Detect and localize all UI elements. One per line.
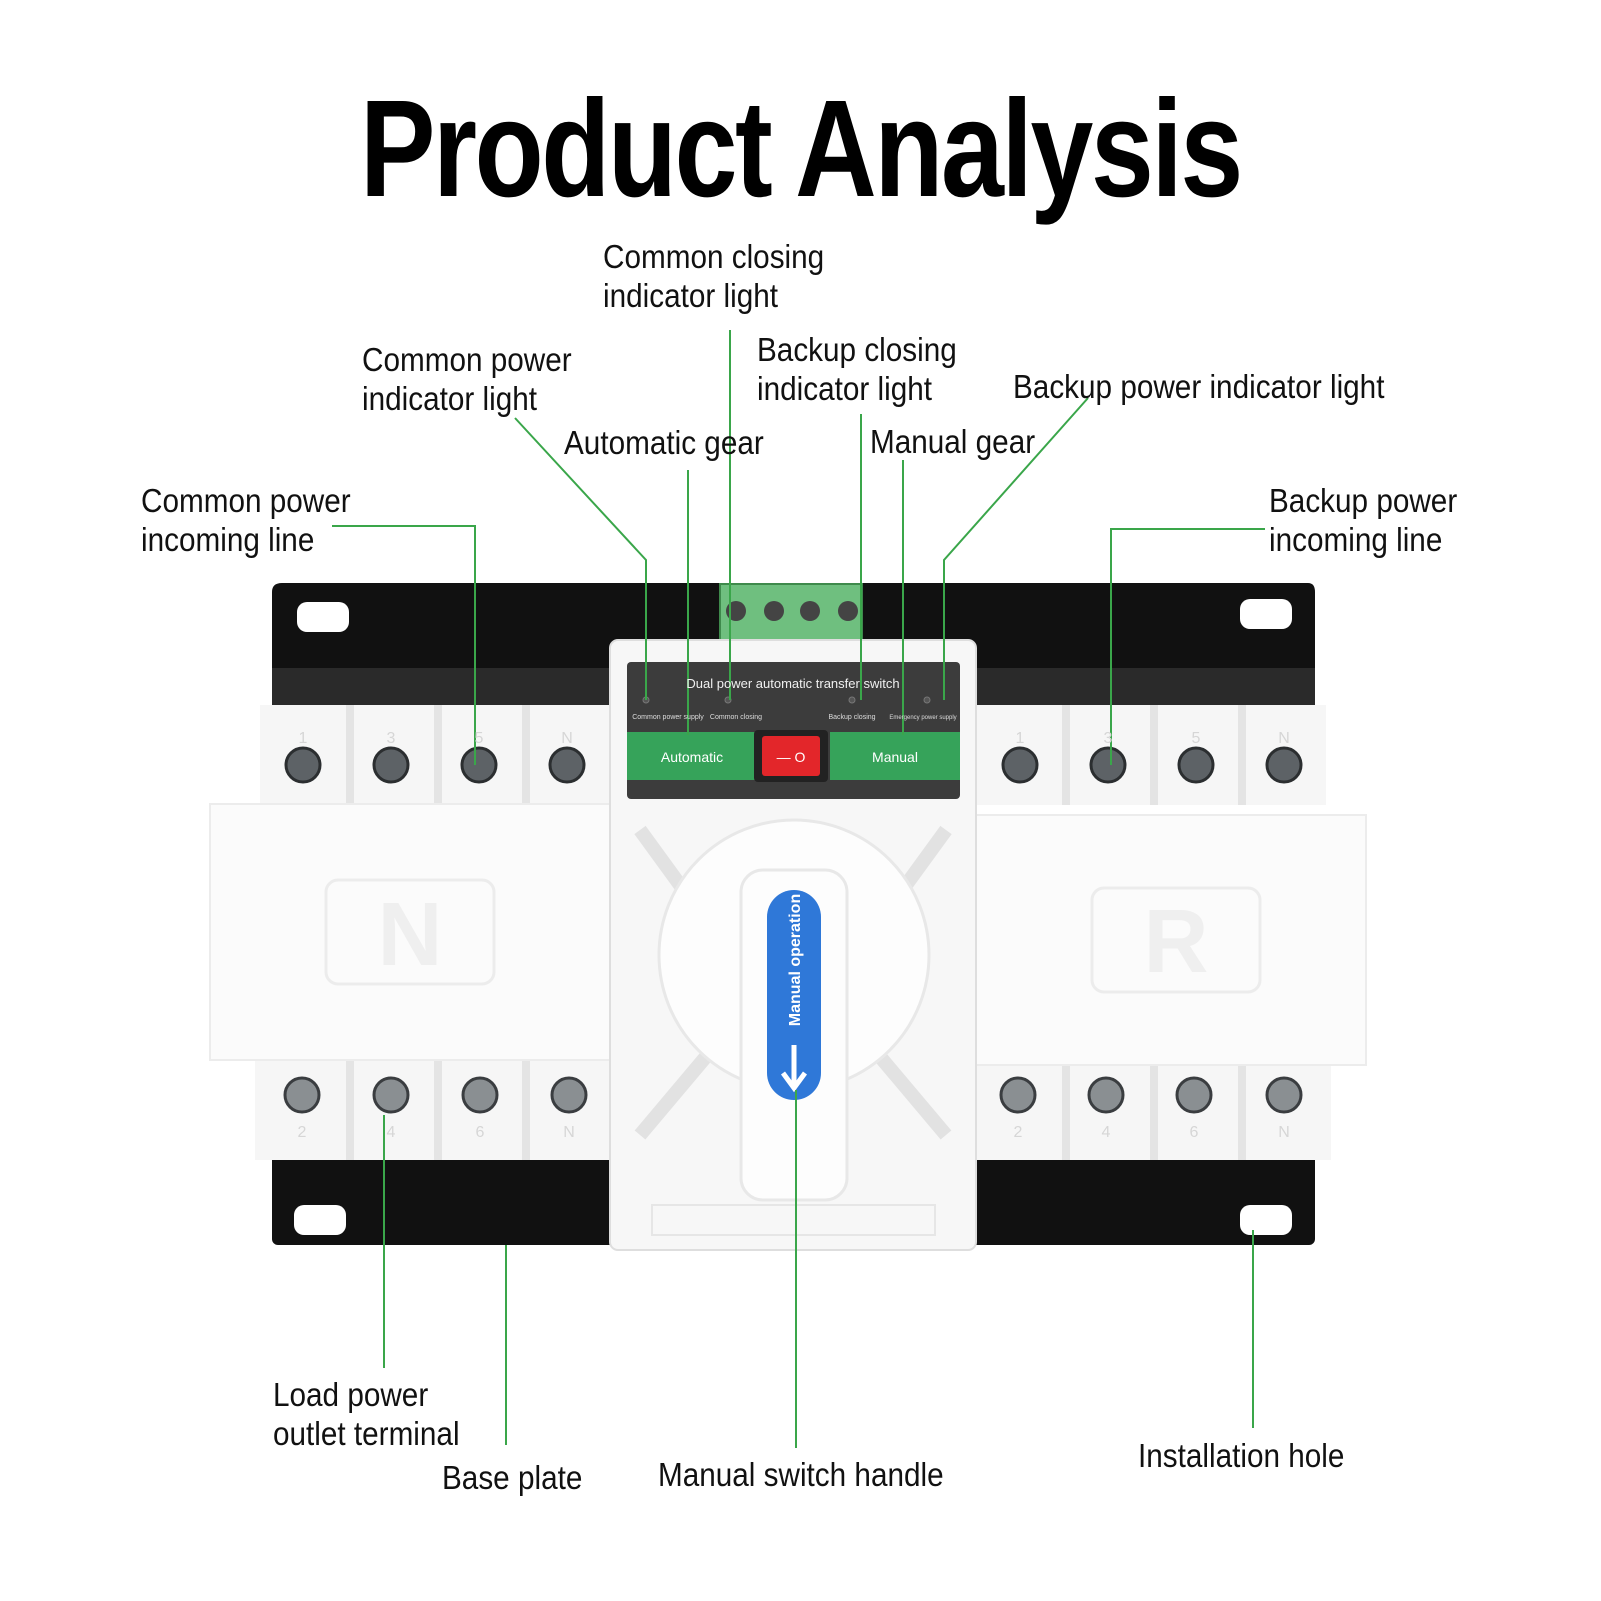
- panel-indicator-backup-closing: Backup closing: [828, 714, 875, 721]
- terminal-number: 6: [476, 1124, 485, 1141]
- terminal-number: 5: [1192, 730, 1201, 747]
- panel-indicator-common-power: Common power supply: [632, 714, 704, 721]
- label-common-power-incoming: Common power incoming line: [141, 482, 351, 558]
- page-title: Product Analysis: [359, 72, 1243, 226]
- top-left-screws: [284, 746, 586, 784]
- terminal-number: N: [1278, 730, 1290, 747]
- leader-lines: [332, 330, 1265, 1448]
- label-common-power-light: Common power indicator light: [362, 341, 572, 417]
- terminal-number: 1: [299, 730, 308, 747]
- rocker-switch-symbols: — O: [777, 749, 806, 765]
- manual-switch-handle[interactable]: [657, 818, 931, 1202]
- label-installation-hole: Installation hole: [1138, 1437, 1345, 1474]
- device-text: Dual power automatic transfer switch Com…: [378, 676, 1209, 1026]
- terminal-number: N: [563, 1124, 575, 1141]
- rocker-switch[interactable]: [754, 730, 828, 782]
- label-automatic-gear: Automatic gear: [564, 424, 764, 461]
- left-switch-block: [209, 803, 611, 1061]
- terminal-number: 6: [1190, 1124, 1199, 1141]
- leader-common-power-light: [514, 417, 647, 700]
- terminal-number: 3: [1104, 730, 1113, 747]
- terminal-number: 1: [1016, 730, 1025, 747]
- right-block-letter: R: [1144, 892, 1209, 992]
- panel-title: Dual power automatic transfer switch: [686, 676, 899, 691]
- bottom-left-screws: [283, 1076, 588, 1114]
- leader-backup-power-incoming: [1110, 528, 1265, 765]
- bottom-right-screws: [999, 1076, 1303, 1114]
- left-block-letter: N: [378, 885, 443, 985]
- panel-indicator-emergency-power: Emergency power supply: [889, 715, 956, 721]
- terminal-number: 5: [475, 730, 484, 747]
- handle-text: Manual operation: [787, 894, 804, 1026]
- panel-indicator-common-closing: Common closing: [710, 714, 762, 721]
- label-manual-switch-handle: Manual switch handle: [658, 1456, 944, 1493]
- bottom-terminal-rows: [255, 1058, 1331, 1160]
- terminal-numbers: 1 3 5 N 1 3 5 N 2 4 6 N 2 4 6 N: [298, 730, 1290, 1141]
- terminal-number: N: [561, 730, 573, 747]
- terminal-number: 3: [387, 730, 396, 747]
- terminal-connector-block: [719, 583, 863, 643]
- terminal-number: 2: [298, 1124, 307, 1141]
- terminal-number: N: [1278, 1124, 1290, 1141]
- label-base-plate: Base plate: [442, 1459, 583, 1496]
- label-common-closing-light: Common closing indicator light: [603, 238, 825, 314]
- installation-holes: [294, 599, 1292, 1235]
- right-switch-block: [975, 814, 1367, 1066]
- terminal-number: 2: [1014, 1124, 1023, 1141]
- label-backup-closing-light: Backup closing indicator light: [757, 331, 957, 407]
- automatic-label: Automatic: [661, 749, 723, 765]
- label-manual-gear: Manual gear: [870, 423, 1036, 460]
- leader-backup-power-light: [943, 397, 1089, 700]
- top-right-screws: [1001, 746, 1303, 784]
- label-backup-power-light: Backup power indicator light: [1013, 368, 1385, 405]
- label-load-power-outlet: Load power outlet terminal: [273, 1376, 460, 1452]
- manual-label: Manual: [872, 749, 918, 765]
- terminal-number: 4: [387, 1124, 396, 1141]
- leader-common-power-incoming: [332, 525, 476, 765]
- terminal-number: 4: [1102, 1124, 1111, 1141]
- label-backup-power-incoming: Backup power incoming line: [1269, 482, 1458, 558]
